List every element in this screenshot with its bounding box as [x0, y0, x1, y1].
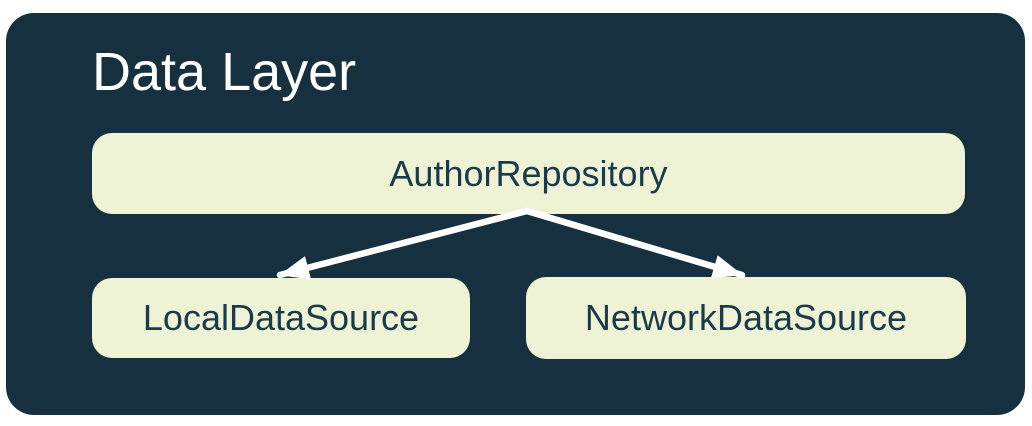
node-author-repository-label: AuthorRepository — [389, 152, 668, 194]
node-network-data-source: NetworkDataSource — [526, 277, 966, 359]
diagram-title: Data Layer — [92, 42, 357, 102]
node-network-data-source-label: NetworkDataSource — [584, 297, 908, 338]
node-local-data-source: LocalDataSource — [92, 278, 470, 358]
node-local-data-source-label: LocalDataSource — [142, 297, 420, 338]
data-layer-container: Data Layer AuthorRepository LocalDataSou… — [6, 13, 1025, 415]
node-author-repository: AuthorRepository — [92, 133, 965, 214]
